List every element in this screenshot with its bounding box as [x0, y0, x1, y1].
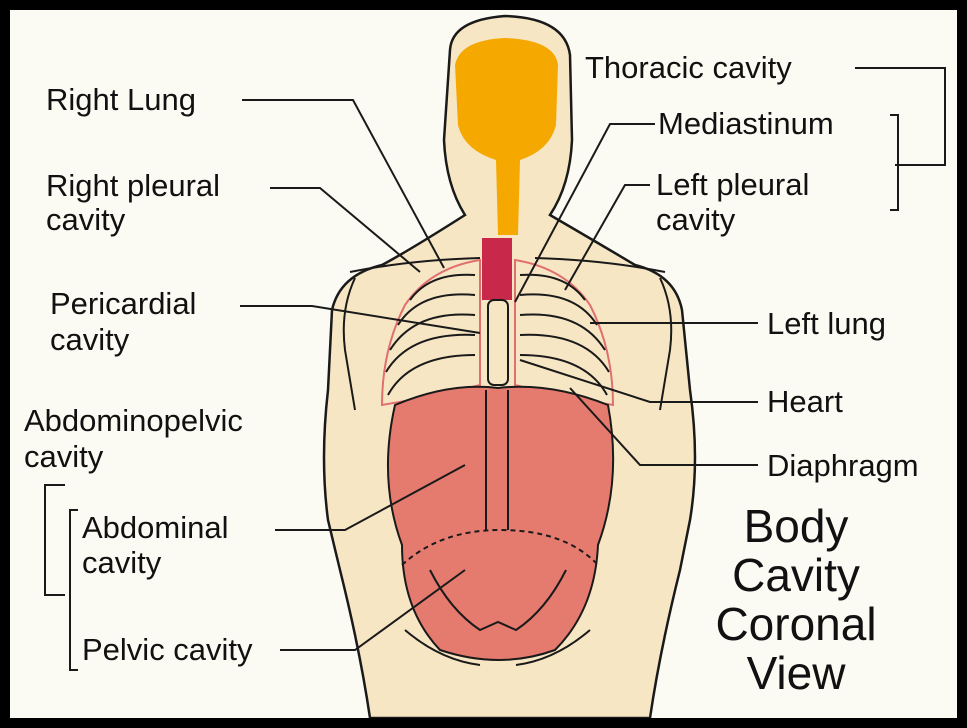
label-right-pleural-line2: cavity [46, 202, 125, 238]
label-abdominal-line1: Abdominal [82, 510, 228, 546]
label-pericardial-line1: Pericardial [50, 286, 196, 322]
label-left-lung: Left lung [767, 306, 886, 342]
title-line4: View [676, 649, 916, 698]
title-line1: Body [676, 502, 916, 551]
label-pelvic: Pelvic cavity [82, 632, 253, 668]
label-heart: Heart [767, 384, 843, 420]
abdominopelvic-cavity [388, 387, 613, 660]
label-right-lung: Right Lung [46, 82, 196, 118]
upper-mediastinum [482, 238, 512, 300]
diagram-canvas: Right Lung Right pleural cavity Pericard… [10, 10, 957, 718]
label-thoracic: Thoracic cavity [585, 50, 792, 86]
label-left-pleural-line2: cavity [656, 202, 735, 238]
label-abdominopelvic-line1: Abdominopelvic [24, 403, 243, 439]
label-right-pleural-line1: Right pleural [46, 168, 220, 204]
title-line2: Cavity [676, 551, 916, 600]
label-abdominopelvic-line2: cavity [24, 439, 103, 475]
label-diaphragm: Diaphragm [767, 448, 919, 484]
label-left-pleural-line1: Left pleural [656, 167, 809, 203]
label-mediastinum: Mediastinum [658, 106, 834, 142]
sternum [488, 300, 508, 385]
title-line3: Coronal [676, 600, 916, 649]
label-pericardial-line2: cavity [50, 322, 129, 358]
label-abdominal-line2: cavity [82, 545, 161, 581]
